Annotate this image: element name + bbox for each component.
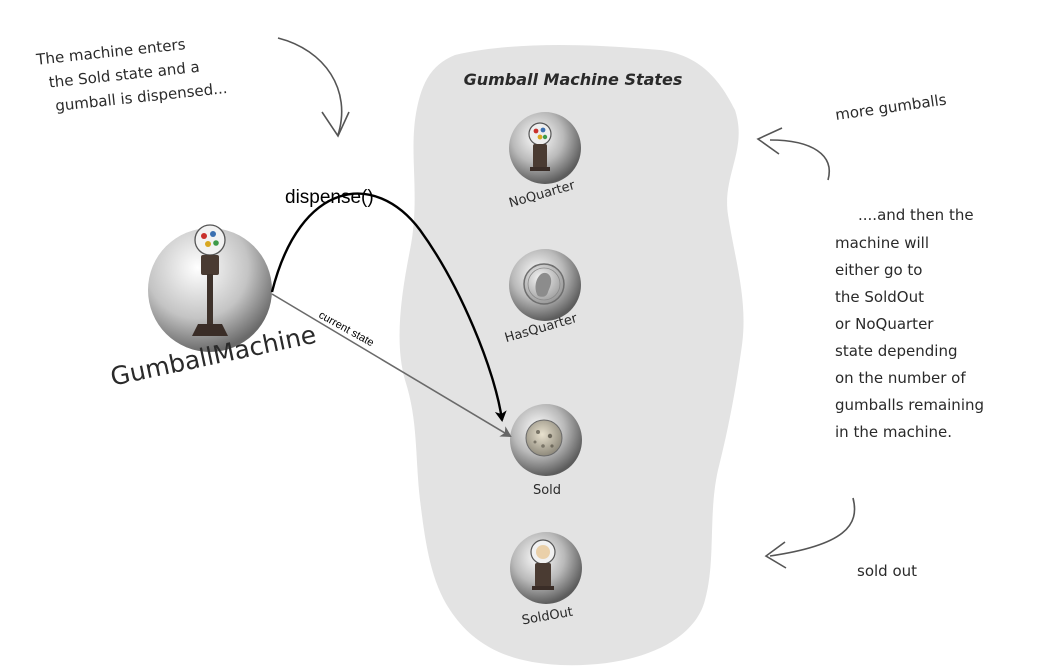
gumball-machine-icon [192, 224, 228, 336]
annotation-line: ....and then the [858, 206, 974, 224]
dispense-arrow [270, 192, 507, 422]
annotation-line: or NoQuarter [835, 315, 934, 333]
states-blob [399, 45, 744, 666]
annotation-line: on the number of [835, 369, 966, 387]
gumball-icon [525, 419, 563, 457]
annotation-arrow-more-gumballs [769, 139, 831, 181]
annotation-line: machine will [835, 234, 929, 252]
annotation-sold-out: sold out [857, 562, 917, 580]
annotation-then: ....and then the machine will either go … [835, 206, 989, 441]
current-state-arrow [271, 293, 512, 438]
gumball-machine-icon [528, 122, 552, 171]
annotation-more-gumballs: more gumballs [834, 91, 948, 124]
state-has-quarter: HasQuarter [503, 249, 581, 346]
annotation-line: the SoldOut [835, 288, 924, 306]
annotation-arrow-enter-sold [277, 37, 343, 136]
svg-text:The machine enters the S: The machine enters the Sold state and a … [34, 31, 228, 116]
dispense-label: dispense() [285, 187, 374, 208]
empty-gumball-machine-icon [530, 539, 556, 590]
states-title: Gumball Machine States [464, 70, 683, 89]
svg-text:....and then the machine: ....and then the machine will either go … [835, 206, 989, 441]
annotation-line: in the machine. [835, 423, 952, 441]
quarter-coin-icon [523, 263, 565, 305]
annotation-arrow-sold-out [769, 497, 856, 557]
state-sold-out: SoldOut [510, 532, 582, 628]
annotation-line: either go to [835, 261, 922, 279]
annotation-enter-sold: The machine enters the Sold state and a … [34, 31, 228, 116]
state-label-sold: Sold [533, 483, 561, 498]
annotation-line: gumballs remaining [835, 396, 984, 414]
annotation-line: state depending [835, 342, 958, 360]
state-no-quarter: NoQuarter [507, 112, 581, 211]
current-state-label: current state [317, 309, 376, 349]
state-sold: Sold [510, 404, 582, 498]
